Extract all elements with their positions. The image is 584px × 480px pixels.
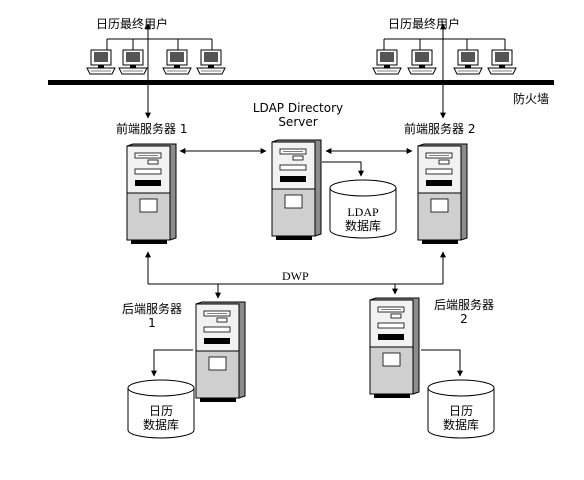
arrow-ldap-db: [322, 161, 364, 177]
dwp-bus: [145, 251, 446, 299]
back-server-1-label-line1: 后端服务器: [121, 302, 182, 316]
firewall-label: 防火墙: [513, 92, 550, 106]
back-server-2-label-line2: 2: [460, 312, 468, 326]
calendar-db-1-label-line1: 日历: [148, 404, 173, 418]
front-server-2-label: 前端服务器 2: [404, 122, 476, 136]
front-server-1-label: 前端服务器 1: [116, 122, 188, 136]
ldap-server-icon: [271, 139, 322, 241]
ldap-db-label-line2: 数据库: [344, 219, 381, 233]
workstation-group-left: [86, 38, 226, 75]
calendar-db-1-label-line2: 数据库: [142, 418, 179, 432]
calendar-db-2-label-line2: 数据库: [442, 418, 479, 432]
workstation-group-right: [372, 38, 517, 75]
workstation-icon: [407, 49, 437, 75]
calendar-db-2-label-line1: 日历: [448, 404, 473, 418]
workstation-icon: [86, 49, 116, 75]
back-server-2-icon: [369, 297, 420, 399]
workstation-icon: [162, 49, 192, 75]
workstation-icon: [372, 49, 402, 75]
back-server-2-label-line1: 后端服务器: [433, 298, 494, 312]
dwp-label: DWP: [282, 269, 309, 283]
workstation-icon: [196, 49, 226, 75]
front-server-2-icon: [417, 143, 468, 245]
front-server-1-icon: [126, 143, 177, 245]
workstation-icon: [487, 49, 517, 75]
firewall-bar: [48, 80, 554, 85]
back-server-1-label-line2: 1: [148, 316, 156, 330]
workstation-icon: [118, 49, 148, 75]
workstation-icon: [453, 49, 483, 75]
end-users-right-label: 日历最终用户: [388, 17, 461, 31]
ldap-server-label-line2: Server: [278, 115, 318, 129]
arrow-back2-db: [421, 349, 463, 377]
ldap-server-label-line1: LDAP Directory: [252, 101, 344, 115]
ldap-db-label-line1: LDAP: [347, 205, 379, 219]
arrow-back1-db: [151, 349, 193, 377]
back-server-1-icon: [195, 301, 246, 403]
end-users-left-label: 日历最终用户: [96, 17, 169, 31]
